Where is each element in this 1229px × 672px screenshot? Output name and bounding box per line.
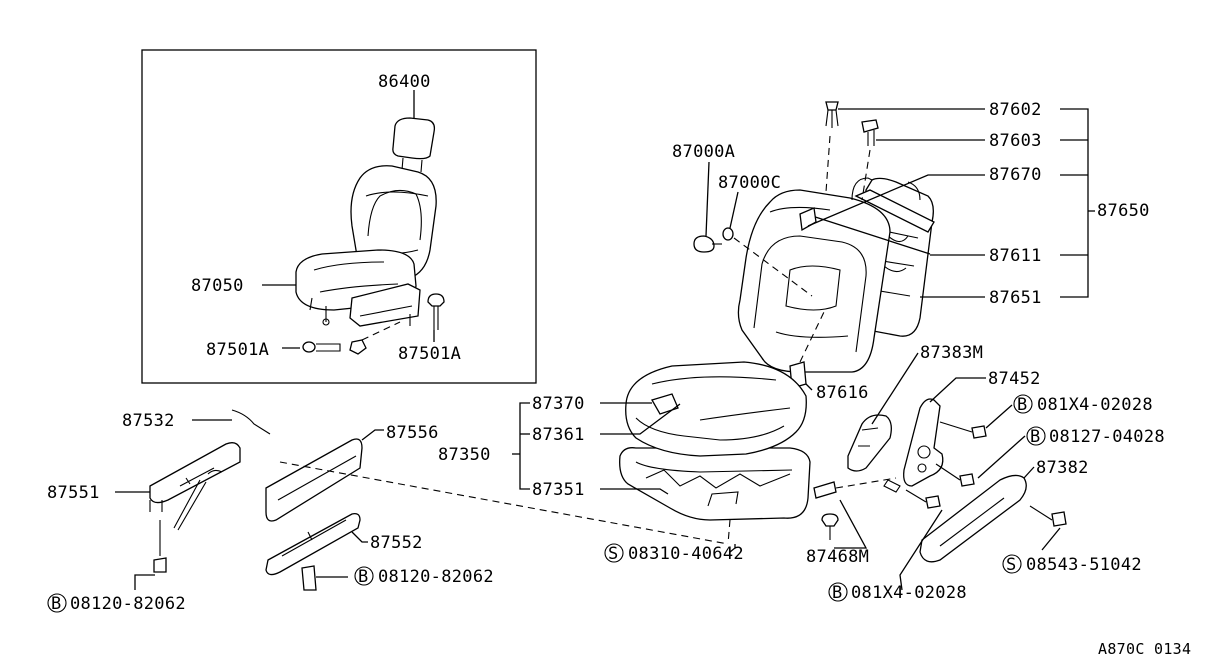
label-87501a-right: 87501A xyxy=(398,344,461,364)
label-87603: 87603 xyxy=(989,131,1042,151)
label-87611: 87611 xyxy=(989,246,1042,266)
fastener-b-081x4-lower: B 081X4-02028 xyxy=(828,582,967,603)
seatback-parts xyxy=(693,101,935,389)
fastener-b-08120-mid: B 08120-82062 xyxy=(354,566,494,587)
label-87351: 87351 xyxy=(532,480,585,500)
fastener-prefix: S xyxy=(608,544,619,564)
fastener-b-081x4-upper: B 081X4-02028 xyxy=(1013,394,1153,415)
label-87350: 87350 xyxy=(438,445,491,465)
reference-code: A870C 0134 xyxy=(1098,640,1191,658)
dashed-leader-cushion-screw xyxy=(279,461,729,545)
seat-rail-leader-lines xyxy=(115,419,384,590)
inset-leader-lines xyxy=(262,90,435,349)
part-labels: 87602 87603 87670 87650 87611 87651 8700… xyxy=(47,100,1150,567)
label-87050: 87050 xyxy=(191,276,244,296)
fastener-prefix: S xyxy=(1006,555,1017,575)
fastener-code: 08543-51042 xyxy=(1026,555,1142,575)
fastener-code: 081X4-02028 xyxy=(851,583,967,603)
label-87000a: 87000A xyxy=(672,142,735,162)
inset-frame xyxy=(141,49,537,384)
label-87552: 87552 xyxy=(370,533,423,553)
fastener-prefix: B xyxy=(832,583,843,603)
label-87382: 87382 xyxy=(1036,458,1089,478)
label-87361: 87361 xyxy=(532,425,585,445)
leader-s08310 xyxy=(729,544,736,553)
label-87556: 87556 xyxy=(386,423,439,443)
label-86400: 86400 xyxy=(378,72,431,92)
fastener-s-08543: S 08543-51042 xyxy=(1002,554,1142,575)
fastener-prefix: B xyxy=(358,567,369,587)
fastener-b-08127: B 08127-04028 xyxy=(1026,426,1165,447)
label-87616: 87616 xyxy=(816,383,869,403)
seat-cushion-leader-lines xyxy=(512,402,681,495)
label-87532: 87532 xyxy=(122,411,175,431)
label-87468m: 87468M xyxy=(806,547,869,567)
fastener-s-08310: S 08310-40642 xyxy=(604,543,744,564)
label-87370: 87370 xyxy=(532,394,585,414)
fastener-prefix: B xyxy=(1017,395,1028,415)
label-87602: 87602 xyxy=(989,100,1042,120)
label-87383m: 87383M xyxy=(920,343,983,363)
fastener-code: 08120-82062 xyxy=(70,594,186,614)
label-87670: 87670 xyxy=(989,165,1042,185)
label-87000c: 87000C xyxy=(718,173,781,193)
recliner-parts xyxy=(813,398,1067,563)
label-87650: 87650 xyxy=(1097,201,1150,221)
seat-cushion-parts xyxy=(619,361,811,545)
label-87501a-left: 87501A xyxy=(206,340,269,360)
fastener-code: 08310-40642 xyxy=(628,544,744,564)
seat-rail-parts xyxy=(149,409,363,591)
seatback-leader-lines xyxy=(705,108,1095,391)
label-87551: 87551 xyxy=(47,483,100,503)
label-87452: 87452 xyxy=(988,369,1041,389)
inset-seat-drawing xyxy=(295,117,445,355)
fastener-b-08120-left: B 08120-82062 xyxy=(47,593,186,614)
fastener-code: 08127-04028 xyxy=(1049,427,1165,447)
fastener-prefix: B xyxy=(1030,427,1041,447)
label-87651: 87651 xyxy=(989,288,1042,308)
recliner-leader-lines xyxy=(834,352,1061,591)
fastener-prefix: B xyxy=(51,594,62,614)
fastener-code: 08120-82062 xyxy=(378,567,494,587)
fastener-code: 081X4-02028 xyxy=(1037,395,1153,415)
